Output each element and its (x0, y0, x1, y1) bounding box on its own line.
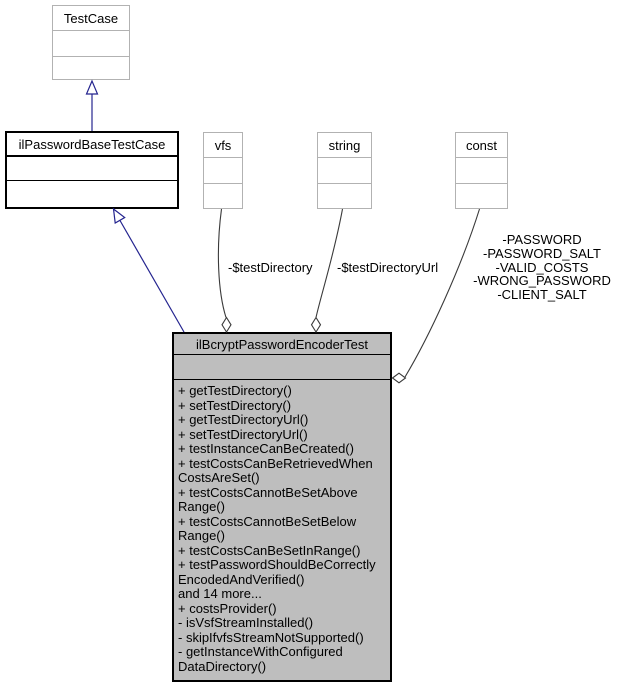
class-node-ilbcryptpasswordencodertest: ilBcryptPasswordEncoderTest + getTestDir… (172, 332, 392, 682)
class-name-ilpasswordbasetestcase: ilPasswordBaseTestCase (7, 133, 177, 157)
methods-compartment (7, 181, 177, 205)
member-line: - skipIfvfsStreamNotSupported() (178, 629, 364, 645)
edge-label-line: -PASSWORD_SALT (483, 245, 601, 261)
member-line: + testInstanceCanBeCreated() (178, 441, 354, 456)
edge-label-const-members: -PASSWORD -PASSWORD_SALT -VALID_COSTS -W… (467, 233, 617, 302)
class-name-const: const (456, 133, 507, 158)
attributes-compartment (204, 158, 242, 184)
class-name-vfs: vfs (204, 133, 242, 158)
methods-compartment (53, 57, 129, 83)
member-line: + testPasswordShouldBeCorrectly (178, 557, 376, 572)
inheritance-edge-testcase (85, 79, 99, 131)
hollow-triangle-arrowhead (112, 207, 126, 224)
edge-label-line: -PASSWORD (502, 232, 582, 247)
member-line: + testCostsCannotBeSetBelow (178, 513, 357, 529)
member-line: + costsProvider() (178, 600, 277, 616)
attributes-compartment (456, 158, 507, 184)
class-name-ilbcryptpasswordencodertest: ilBcryptPasswordEncoderTest (174, 334, 390, 355)
edge-label-testdirectoryurl: -$testDirectoryUrl (337, 260, 439, 275)
member-line: and 14 more... (178, 586, 262, 601)
open-diamond-arrowhead (221, 316, 232, 334)
methods-compartment (318, 184, 371, 210)
attributes-compartment (53, 31, 129, 57)
member-line: + getTestDirectory() (178, 383, 292, 398)
member-line: + testCostsCanBeRetrievedWhen (178, 455, 373, 471)
class-node-vfs: vfs (203, 132, 243, 209)
open-diamond-arrowhead (391, 372, 407, 384)
inheritance-edge-base (112, 207, 185, 333)
edge-label-testdirectory: -$testDirectory (228, 260, 313, 275)
edge-label-line: -CLIENT_SALT (497, 287, 587, 303)
class-node-ilpasswordbasetestcase[interactable]: ilPasswordBaseTestCase (5, 131, 179, 209)
attributes-compartment (7, 157, 177, 181)
member-line: Range() (178, 499, 225, 514)
edge-label-line: -VALID_COSTS (495, 259, 589, 275)
class-name-string: string (318, 133, 371, 158)
member-line: CostsAreSet() (178, 470, 260, 485)
member-line: + testCostsCanBeSetInRange() (178, 542, 361, 558)
class-node-const: const (455, 132, 508, 209)
member-line: + setTestDirectory() (178, 397, 292, 413)
class-node-testcase[interactable]: TestCase (52, 5, 130, 80)
class-node-string: string (317, 132, 372, 209)
member-line: Range() (178, 528, 225, 543)
edge-label-line: -WRONG_PASSWORD (473, 273, 611, 289)
methods-compartment (204, 184, 242, 210)
attributes-compartment (174, 355, 390, 380)
member-line: + testCostsCannotBeSetAbove (178, 484, 358, 500)
methods-compartment: + getTestDirectory() + setTestDirectory(… (174, 380, 390, 674)
member-line: EncodedAndVerified() (178, 571, 305, 587)
attributes-compartment (318, 158, 371, 184)
member-line: - getInstanceWithConfigured (178, 644, 343, 659)
member-line: + setTestDirectoryUrl() (178, 426, 308, 442)
methods-compartment (456, 184, 507, 210)
member-line: DataDirectory() (178, 658, 267, 674)
member-line: + getTestDirectoryUrl() (178, 412, 309, 427)
open-diamond-arrowhead (310, 316, 322, 334)
member-line: - isVsfStreamInstalled() (178, 615, 314, 630)
class-name-testcase: TestCase (53, 6, 129, 31)
